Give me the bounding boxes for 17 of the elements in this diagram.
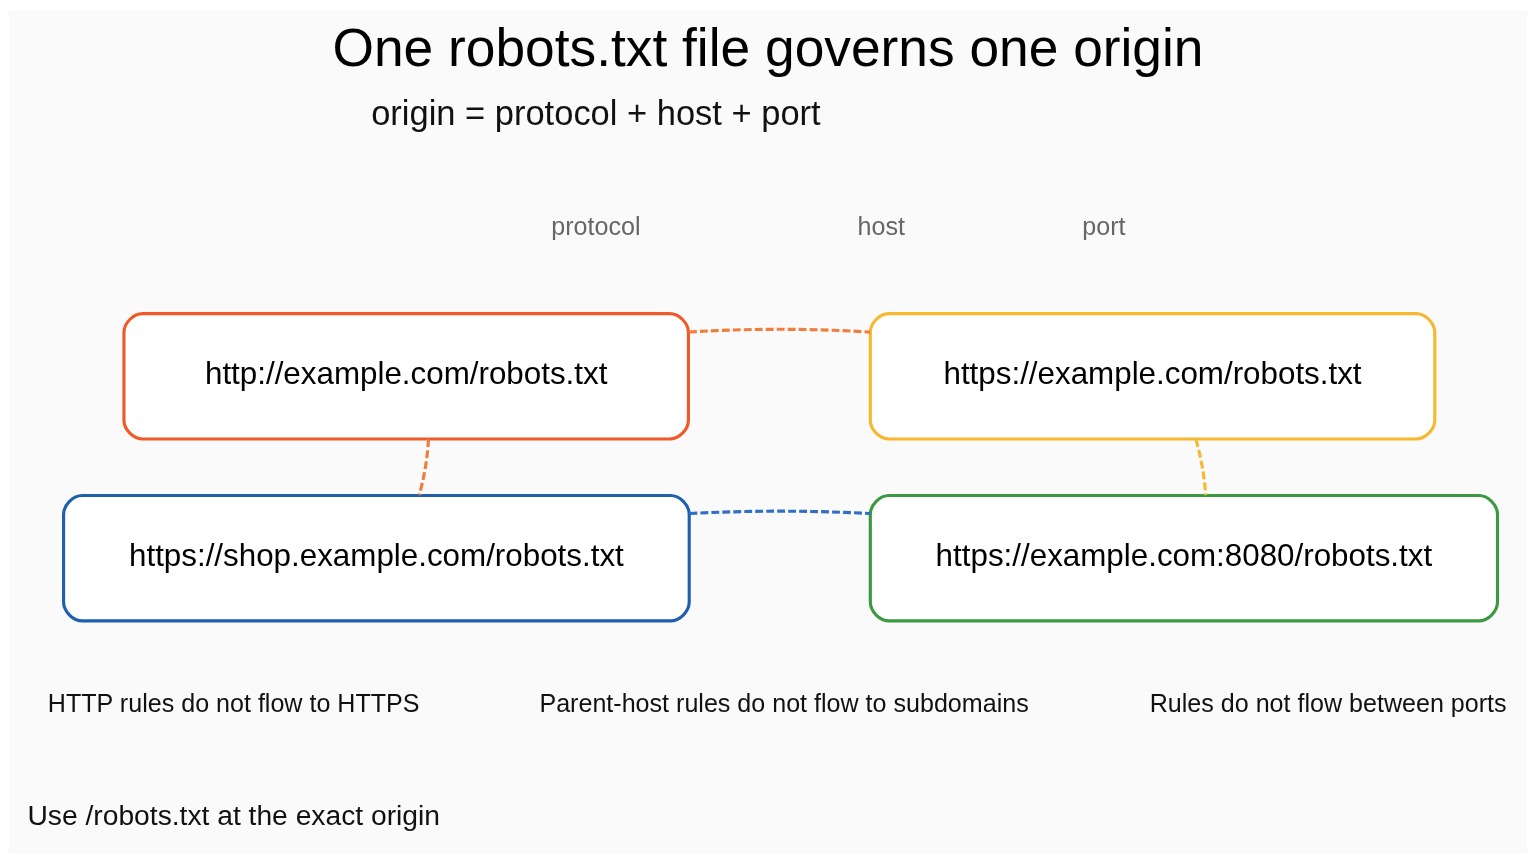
label: port [1082,211,1126,240]
connector [689,509,871,516]
label: host [857,211,905,240]
label: HTTP rules do not flow to HTTPS [47,688,420,717]
node-box: http://example.com/robots.txt [122,312,690,441]
label: Rules do not flow between ports [1149,688,1507,717]
label: Parent-host rules do not flow to subdomains [539,688,1029,717]
label: protocol [551,211,641,240]
node-box: https://example.com:8080/robots.txt [868,493,1500,623]
node-box: https://example.com/robots.txt [868,312,1437,441]
node-box: https://shop.example.com/robots.txt [62,493,691,623]
label: origin = protocol + host + port [371,93,821,132]
diagram-title: One robots.txt file governs one origin [332,18,1204,78]
connector [1194,439,1208,496]
connector [688,327,871,334]
connector [417,439,431,496]
label: Use /robots.txt at the exact origin [27,799,440,832]
